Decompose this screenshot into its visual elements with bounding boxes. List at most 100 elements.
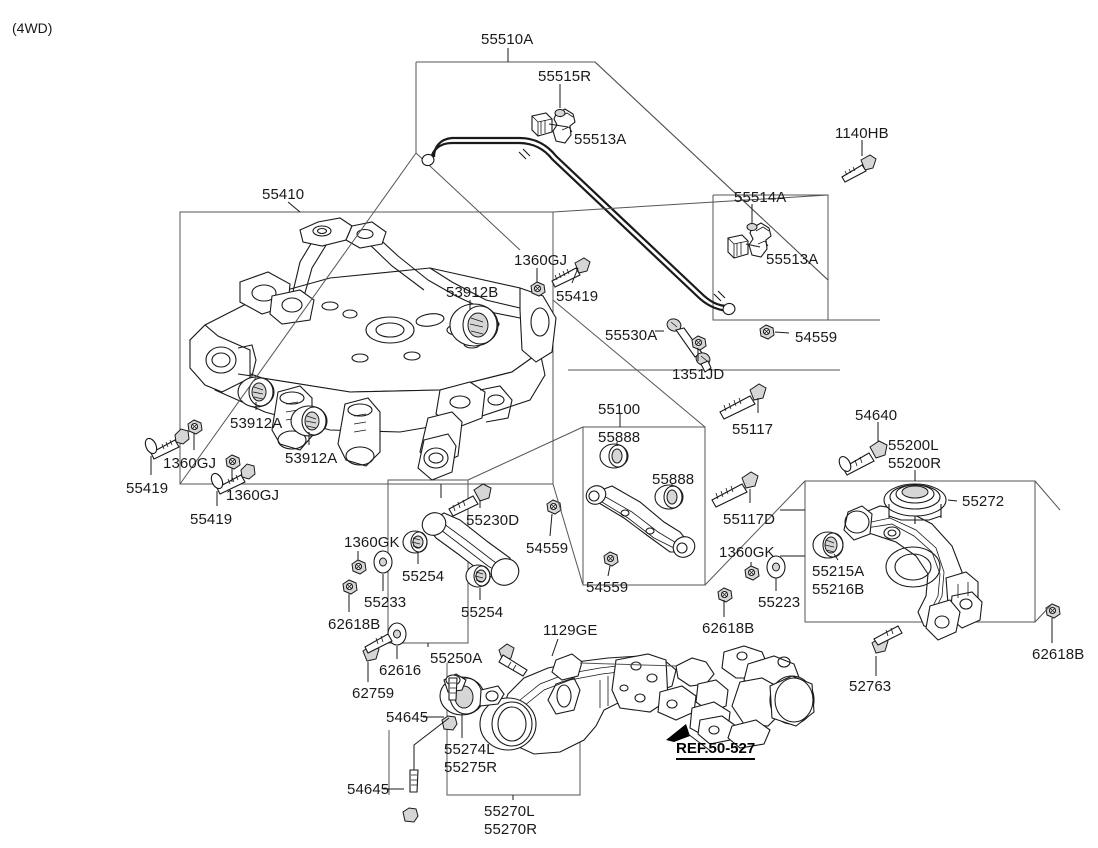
label-55530A: 55530A xyxy=(605,327,658,344)
part-53912A-b xyxy=(290,405,328,437)
label-1360GJ-c: 1360GJ xyxy=(226,487,280,504)
part-55513A-upper xyxy=(531,112,553,137)
part-55514A xyxy=(746,222,772,258)
part-1140HB xyxy=(841,154,877,183)
label-55510A: 55510A xyxy=(481,31,534,48)
part-55200-lower-arm xyxy=(843,505,983,641)
label-55100: 55100 xyxy=(598,401,641,418)
label-55419-b: 55419 xyxy=(126,480,169,497)
part-53912B xyxy=(449,303,499,347)
part-54559-sb xyxy=(759,324,775,340)
label-55888-a: 55888 xyxy=(598,429,641,446)
part-1360GK-l-nut xyxy=(351,559,367,575)
part-55270-trailing-arm xyxy=(479,653,677,755)
part-62618B-r xyxy=(1045,603,1061,619)
label-55274L-55275R: 55274L 55275R xyxy=(444,741,498,776)
part-54640 xyxy=(838,440,888,476)
part-1360GK-r-nut xyxy=(744,565,760,581)
part-55254-a xyxy=(402,530,428,554)
part-55215A-55216B xyxy=(812,531,844,559)
part-knuckle-ref-50-527 xyxy=(657,645,815,749)
part-55117 xyxy=(719,383,767,420)
label-62618B-r: 62618B xyxy=(1032,646,1085,663)
label-55254-a: 55254 xyxy=(402,568,445,585)
label-1140HB: 1140HB xyxy=(835,125,889,142)
label-1360GJ-a: 1360GJ xyxy=(514,252,568,269)
part-1360GJ-b xyxy=(187,419,203,435)
label-1351JD: 1351JD xyxy=(672,366,725,383)
label-54559-sb: 54559 xyxy=(795,329,838,346)
stabilizer-bar-part xyxy=(421,136,736,316)
part-53912A-a xyxy=(237,376,275,408)
part-1360GJ-c xyxy=(225,454,241,470)
part-62759 xyxy=(362,633,393,662)
label-55419-c: 55419 xyxy=(190,511,233,528)
label-55250A: 55250A xyxy=(430,650,483,667)
part-54559-l xyxy=(546,499,562,515)
label-52763: 52763 xyxy=(849,678,892,695)
label-1360GJ-b: 1360GJ xyxy=(163,455,217,472)
part-55419-b xyxy=(144,428,190,460)
label-55513A-lower: 55513A xyxy=(766,251,819,268)
part-1360GJ-a xyxy=(530,281,546,297)
label-55410: 55410 xyxy=(262,186,305,203)
label-55233: 55233 xyxy=(364,594,407,611)
part-62618B-m xyxy=(717,587,733,603)
part-54559-m xyxy=(603,551,619,567)
label-55230D: 55230D xyxy=(466,512,520,529)
label-55514A: 55514A xyxy=(734,189,787,206)
label-1360GK-l: 1360GK xyxy=(344,534,400,551)
label-55419-a: 55419 xyxy=(556,288,599,305)
label-55272: 55272 xyxy=(962,493,1005,510)
label-54559-m: 54559 xyxy=(586,579,629,596)
label-55513A-upper: 55513A xyxy=(574,131,627,148)
label-53912A-a: 53912A xyxy=(230,415,283,432)
part-62618B-l xyxy=(342,579,358,595)
label-55515R: 55515R xyxy=(538,68,592,85)
group-box-55250A xyxy=(387,479,469,644)
part-1129GE xyxy=(498,643,528,677)
label-55270LR: 55270L 55270R xyxy=(484,803,538,838)
label-62618B-l: 62618B xyxy=(328,616,381,633)
part-55419-a xyxy=(551,257,591,288)
label-53912B: 53912B xyxy=(446,284,499,301)
part-55272 xyxy=(883,483,947,524)
drivetrain-note: (4WD) xyxy=(12,20,53,36)
label-55254-b: 55254 xyxy=(461,604,504,621)
label-54640: 54640 xyxy=(855,407,898,424)
part-54645-b xyxy=(402,769,419,823)
part-55419-c xyxy=(210,463,256,495)
part-55117D xyxy=(711,471,759,508)
part-55410-crossmember xyxy=(189,217,557,481)
label-54559-l: 54559 xyxy=(526,540,569,557)
part-54645-a xyxy=(441,677,458,731)
part-1351JD xyxy=(691,335,707,351)
part-55250A-assist-arm xyxy=(421,512,520,586)
part-55888-b xyxy=(654,484,684,510)
label-53912A-b: 53912A xyxy=(285,450,338,467)
label-55200LR: 55200L 55200R xyxy=(888,437,942,472)
group-box-55510A xyxy=(415,61,880,321)
part-55513A-lower xyxy=(727,234,749,259)
part-55254-b xyxy=(465,564,491,588)
part-55888-a xyxy=(599,443,629,469)
label-54645-b: 54645 xyxy=(347,781,390,798)
label-1360GK-r: 1360GK xyxy=(719,544,775,561)
label-55117D: 55117D xyxy=(723,511,776,528)
part-55100-upper-arm xyxy=(585,485,696,558)
label-62759: 62759 xyxy=(352,685,395,702)
part-52763 xyxy=(871,625,903,654)
part-55233 xyxy=(373,550,393,574)
label-1129GE: 1129GE xyxy=(543,622,598,639)
leader-lines xyxy=(150,48,1053,800)
label-62618B-m: 62618B xyxy=(702,620,755,637)
part-55230D xyxy=(448,483,492,517)
label-55215A-55216B: 55215A 55216B xyxy=(812,563,865,598)
label-54645-a: 54645 xyxy=(386,709,429,726)
label-62616: 62616 xyxy=(379,662,422,679)
part-55530A xyxy=(666,318,712,373)
group-tie-lines xyxy=(179,152,1061,667)
label-55117: 55117 xyxy=(732,421,774,438)
